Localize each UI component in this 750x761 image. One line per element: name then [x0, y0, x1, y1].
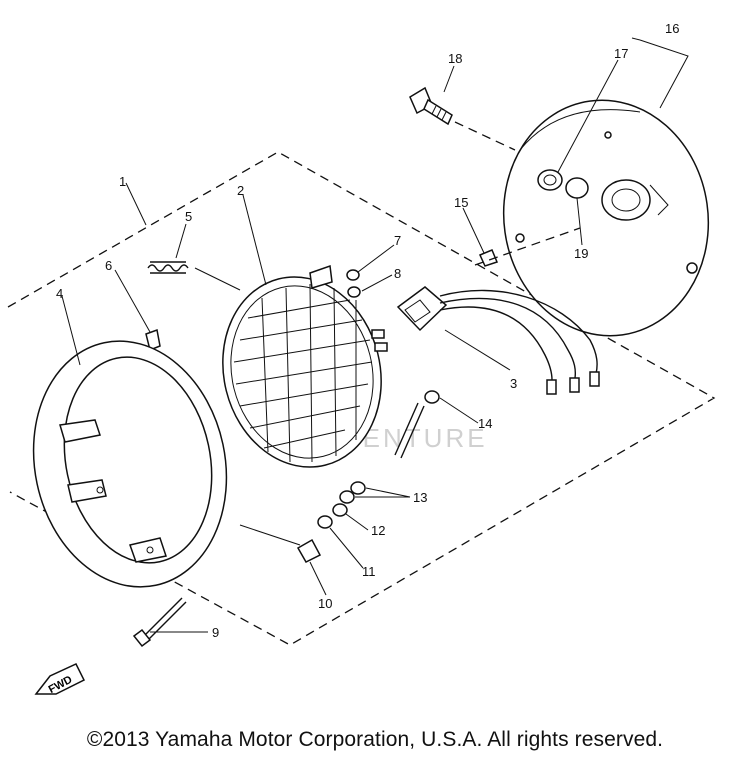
callout-16: 16: [665, 21, 679, 36]
callout-1: 1: [119, 174, 126, 189]
part-8-nut: [347, 286, 361, 298]
part-4-rim: [32, 340, 228, 588]
callout-12: 12: [371, 523, 385, 538]
callout-4: 4: [56, 286, 63, 301]
callout-5: 5: [185, 209, 192, 224]
part-14-adjusting-screw: [239, 390, 440, 546]
part-9-adjusting-screw: [132, 597, 187, 648]
part-18-bolt: [409, 86, 516, 151]
part-3-socket-cord: [396, 227, 600, 395]
callout-17: 17: [614, 46, 628, 61]
callout-3: 3: [510, 376, 517, 391]
callout-9: 9: [212, 625, 219, 640]
callout-15: 15: [454, 195, 468, 210]
callout-10: 10: [318, 596, 332, 611]
callout-18: 18: [448, 51, 462, 66]
callout-13: 13: [413, 490, 427, 505]
assembly-boundary: [7, 151, 716, 646]
callout-19: 19: [574, 246, 588, 261]
part-10-spring: [296, 538, 322, 563]
fwd-arrow: FWD: [34, 663, 86, 696]
part-7-screw: [346, 269, 360, 281]
leader-lines: [61, 37, 689, 633]
part-5-spring: [147, 261, 189, 274]
callout-6: 6: [105, 258, 112, 273]
callout-14: 14: [478, 416, 492, 431]
part-11-washer: [317, 515, 333, 529]
callout-labels: 1 2 3 4 5 6 7 8 9 10 11 12 13 14 15 16 1…: [56, 21, 679, 640]
part-16-headlight-housing: [502, 99, 710, 337]
part-13-nut: [339, 481, 366, 504]
part-2-sealed-beam-unit: [194, 264, 388, 468]
part-19-plug: [565, 177, 589, 199]
copyright-footer: ©2013 Yamaha Motor Corporation, U.S.A. A…: [86, 728, 664, 751]
callout-2: 2: [237, 183, 244, 198]
part-17-grommet: [537, 169, 563, 191]
callout-7: 7: [394, 233, 401, 248]
callout-11: 11: [362, 564, 376, 579]
callout-8: 8: [394, 266, 401, 281]
part-12-washer: [332, 503, 348, 517]
